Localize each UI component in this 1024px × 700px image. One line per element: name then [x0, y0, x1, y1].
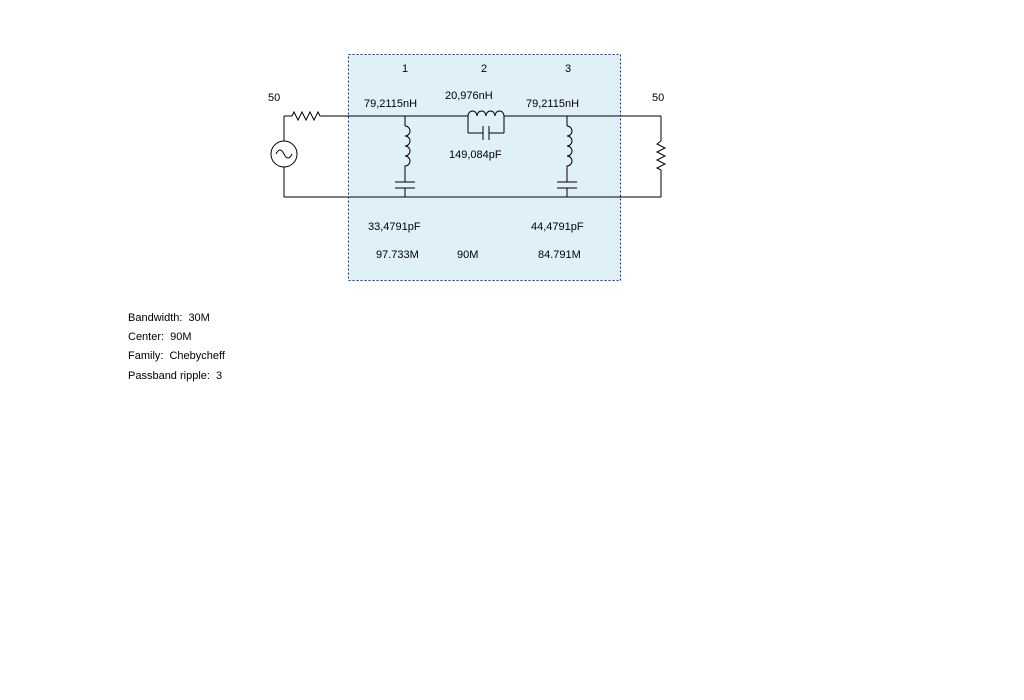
inductor-3-value: 79,2115nH [526, 98, 580, 110]
center-value: 90M [170, 331, 192, 343]
spec-center: Center: 90M [128, 331, 191, 343]
spec-family: Family: Chebycheff [128, 350, 225, 362]
inductor-1-value: 79,2115nH [364, 98, 418, 110]
family-label: Family: [128, 350, 164, 362]
series-inductor-symbol [467, 110, 505, 117]
bandwidth-value: 30M [188, 312, 210, 324]
ac-source-icon [270, 140, 298, 168]
resonator-number-3: 3 [565, 63, 572, 75]
capacitor-1-value: 33,4791pF [368, 221, 421, 233]
resonator-box [348, 54, 621, 281]
series-capacitor-symbol [482, 126, 490, 140]
resonator-number-2: 2 [481, 63, 488, 75]
spec-bandwidth: Bandwidth: 30M [128, 312, 210, 324]
inductor-1-symbol [404, 125, 411, 168]
frequency-3-value: 84.791M [538, 249, 581, 261]
source-resistor-symbol [291, 110, 321, 122]
source-resistance-label: 50 [268, 92, 281, 104]
load-resistance-label: 50 [652, 92, 665, 104]
frequency-2-value: 90M [457, 249, 479, 261]
series-capacitor-value: 149,084pF [449, 149, 502, 161]
frequency-1-value: 97.733M [376, 249, 419, 261]
capacitor-3-symbol [557, 181, 577, 189]
inductor-3-symbol [566, 125, 573, 168]
family-value: Chebycheff [169, 350, 225, 362]
capacitor-1-symbol [395, 181, 415, 189]
center-label: Center: [128, 331, 165, 343]
bandwidth-label: Bandwidth: [128, 312, 183, 324]
capacitor-3-value: 44,4791pF [531, 221, 584, 233]
ripple-value: 3 [215, 370, 223, 382]
ripple-label: Passband ripple: [128, 370, 210, 382]
circuit-wires [283, 115, 662, 198]
series-inductor-value: 20,976nH [445, 90, 493, 102]
resonator-number-1: 1 [402, 63, 409, 75]
load-resistor-symbol [655, 140, 667, 171]
spec-ripple: Passband ripple: 3 [128, 370, 222, 382]
